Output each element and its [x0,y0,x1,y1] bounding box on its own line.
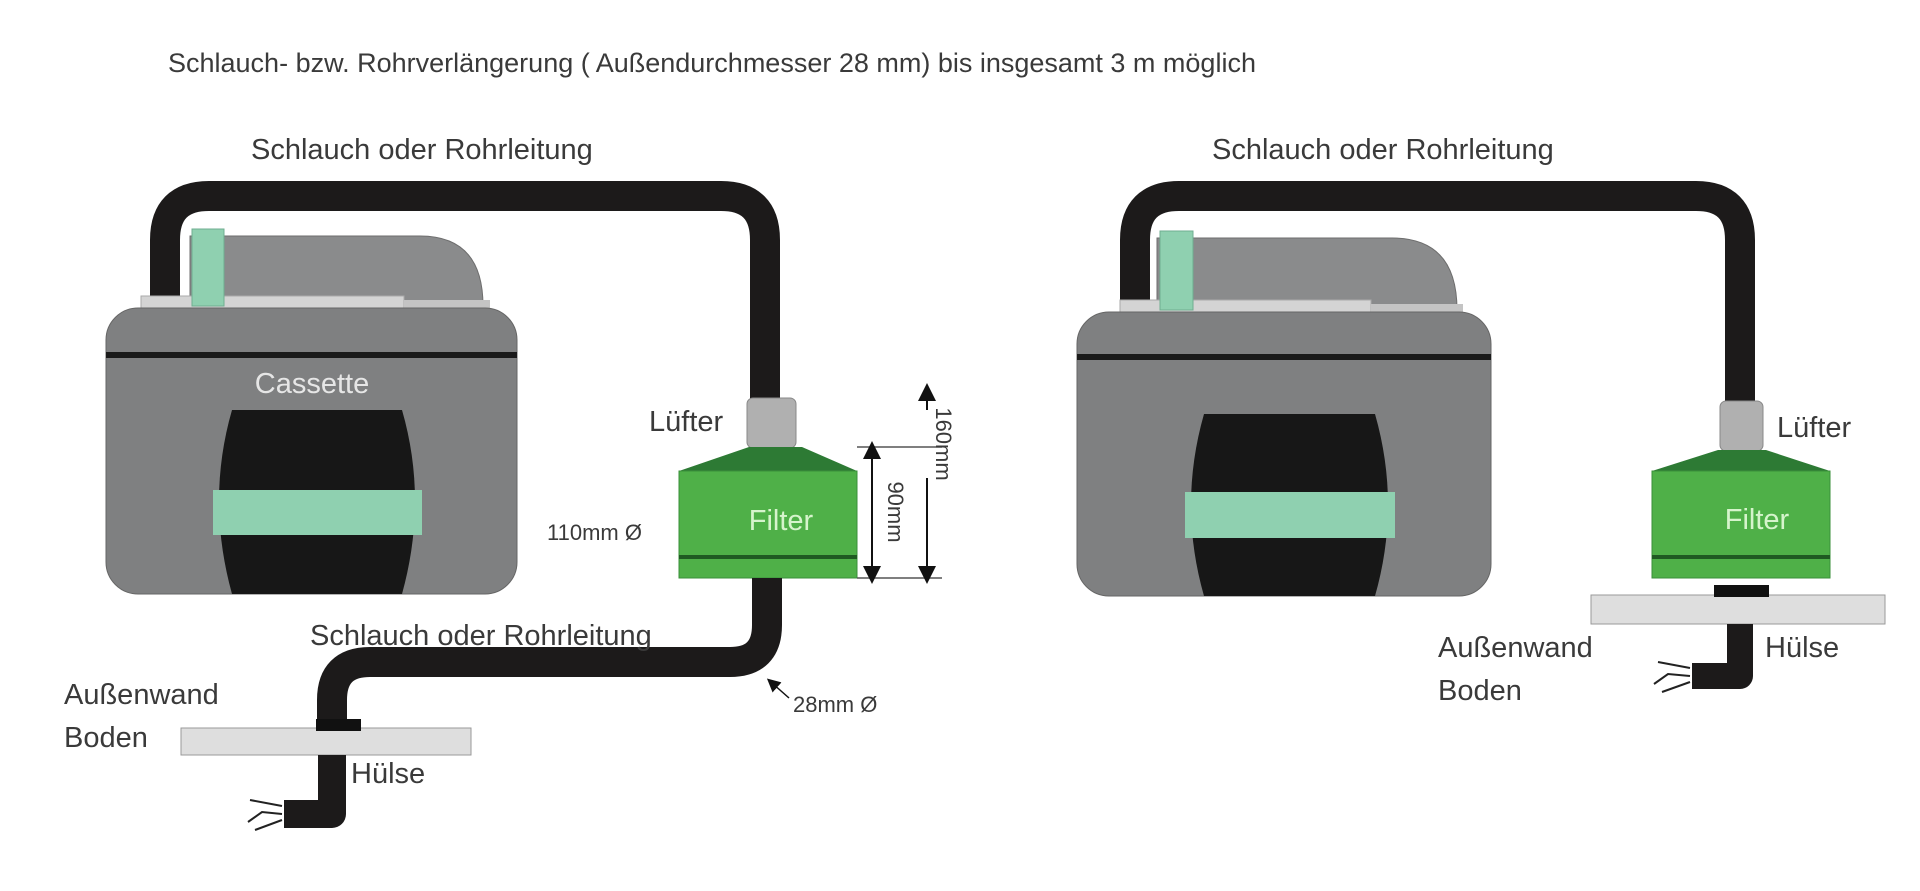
wall-label-1: Außenwand [1438,632,1593,664]
hose-top-label: Schlauch oder Rohrleitung [1212,134,1554,166]
sleeve-label: Hülse [351,758,425,790]
filter: Filter [678,447,858,579]
outlet-hose [284,755,346,828]
wall [1590,594,1886,625]
cassette: Cassette [105,228,518,595]
right-diagram: Schlauch oder Rohrleitung Lüfter Filter … [1076,134,1886,707]
fan-label: Lüfter [649,406,723,438]
filter-diameter-label: 110mm Ø [547,520,642,545]
fan-connector [1719,400,1764,452]
filter-label: Filter [1725,504,1790,536]
wall-label-2: Boden [64,722,148,754]
hose-top-label: Schlauch oder Rohrleitung [251,134,593,166]
filter: Filter [1651,450,1831,579]
wall [180,727,472,756]
cassette-stripe [1185,492,1395,538]
total-height-label: 160mm [931,407,956,480]
cassette-label: Cassette [255,368,369,400]
diagram-title: Schlauch- bzw. Rohrverlängerung ( Außend… [168,48,1256,78]
lower-hose [317,578,782,722]
cassette-vent-tab [191,228,225,307]
sleeve [1714,585,1769,597]
upper-hose [150,181,780,400]
left-diagram: Schlauch oder Rohrleitung Cassette Lüfte… [64,134,956,831]
fan-connector [746,397,797,449]
cassette [1076,230,1492,597]
fan-label: Lüfter [1777,412,1851,444]
filter-label: Filter [749,505,814,537]
wall-label-1: Außenwand [64,679,219,711]
cassette-stripe [213,490,422,535]
hose-diameter-label: 28mm Ø [793,692,877,717]
cassette-vent-tab [1159,230,1194,311]
sleeve-label: Hülse [1765,632,1839,664]
wall-label-2: Boden [1438,675,1522,707]
outlet-hose [1692,624,1753,689]
filter-height-label: 90mm [883,481,908,542]
hose-bottom-label: Schlauch oder Rohrleitung [310,620,652,652]
outlet-vent-icon [1653,661,1691,693]
upper-hose [1120,181,1755,404]
sleeve [316,719,361,731]
outlet-vent-icon [247,799,283,831]
